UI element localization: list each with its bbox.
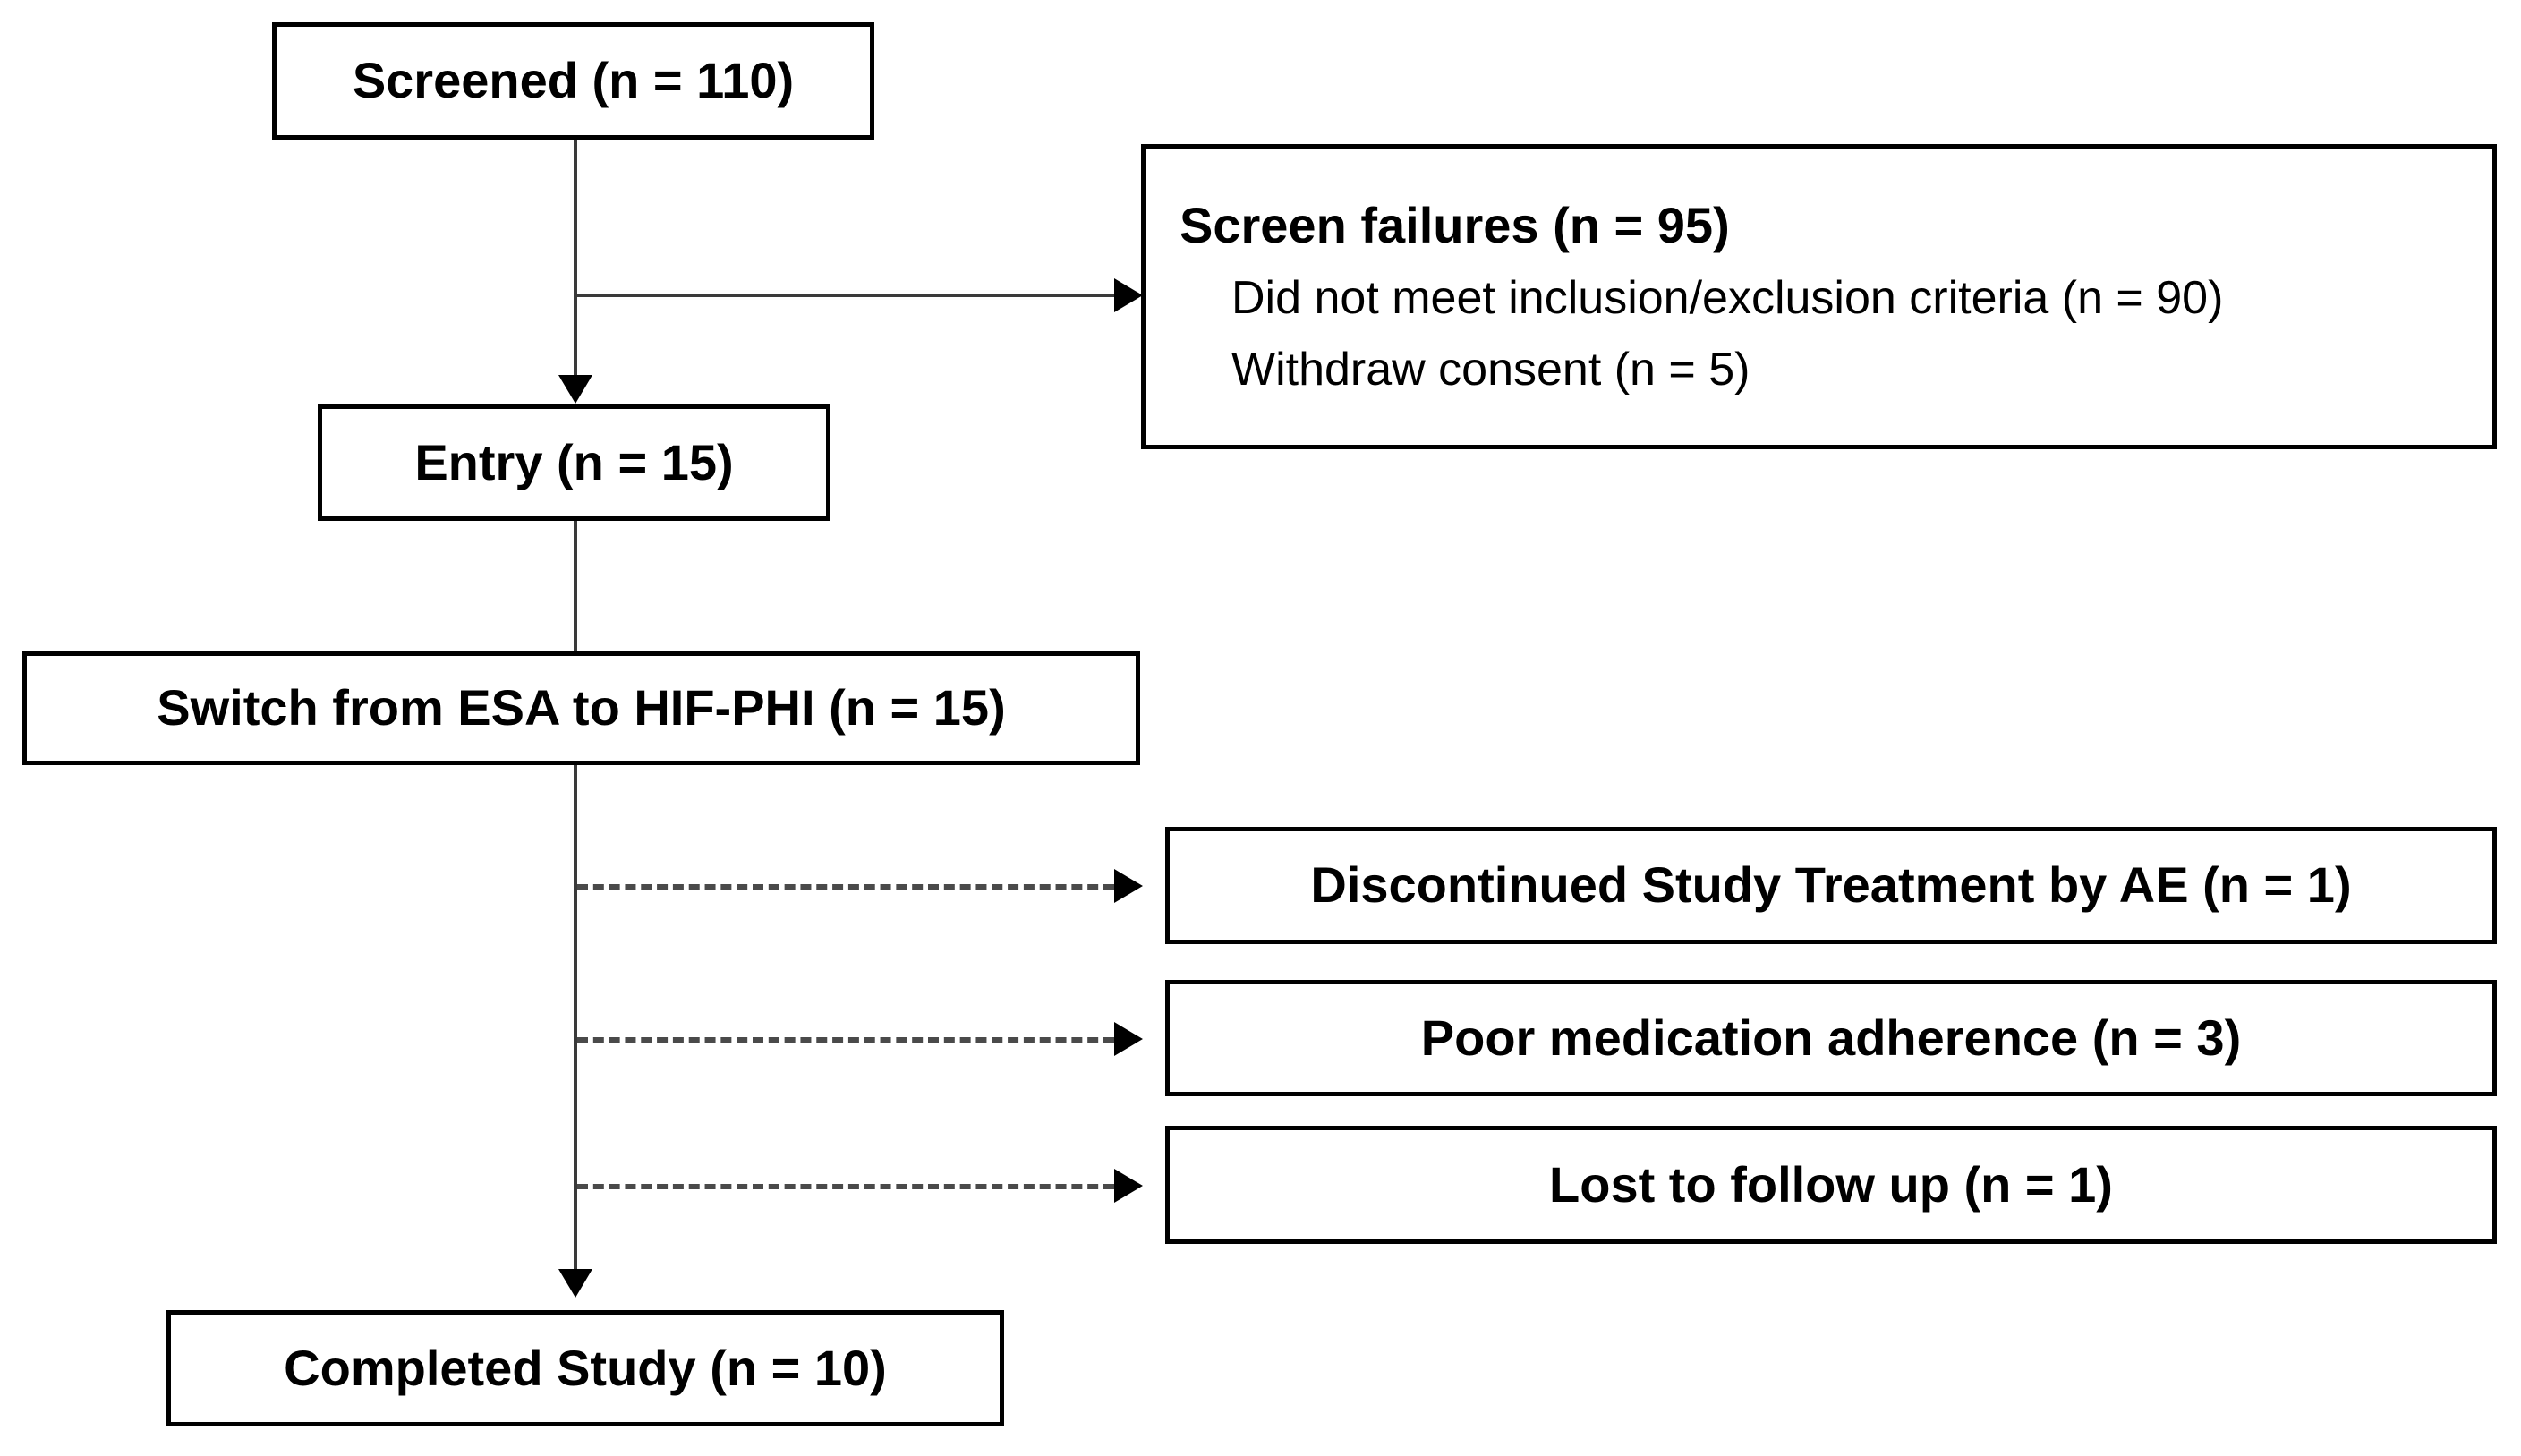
connector-screened-to-entry (574, 139, 577, 379)
node-screened-label: Screened (n = 110) (352, 52, 795, 109)
connector-dashed-lost-followup (577, 1184, 1114, 1189)
node-lost-followup-label: Lost to follow up (n = 1) (1549, 1155, 2113, 1213)
arrowhead-discontinued-ae (1114, 869, 1143, 903)
node-discontinued-ae-label: Discontinued Study Treatment by AE (n = … (1310, 856, 2352, 914)
arrowhead-lost-followup (1114, 1169, 1143, 1203)
screen-failures-item-inclusion: Did not meet inclusion/exclusion criteri… (1231, 272, 2224, 325)
node-screen-failures[interactable]: Screen failures (n = 95) Did not meet in… (1141, 144, 2497, 449)
node-discontinued-ae[interactable]: Discontinued Study Treatment by AE (n = … (1165, 827, 2497, 944)
screen-failures-content: Screen failures (n = 95) Did not meet in… (1146, 188, 2492, 404)
node-switch[interactable]: Switch from ESA to HIF-PHI (n = 15) (22, 651, 1140, 765)
connector-screened-to-screen-failures (574, 294, 1118, 297)
node-screened[interactable]: Screened (n = 110) (272, 22, 874, 140)
arrowhead-completed (558, 1269, 592, 1298)
arrowhead-poor-adherence (1114, 1022, 1143, 1056)
node-lost-followup[interactable]: Lost to follow up (n = 1) (1165, 1126, 2497, 1244)
node-switch-label: Switch from ESA to HIF-PHI (n = 15) (157, 679, 1006, 737)
connector-dashed-poor-adherence (577, 1037, 1114, 1043)
arrowhead-entry (558, 375, 592, 404)
node-completed-study[interactable]: Completed Study (n = 10) (166, 1310, 1004, 1426)
node-poor-adherence-label: Poor medication adherence (n = 3) (1420, 1009, 2242, 1066)
connector-switch-to-completed (574, 765, 577, 1273)
node-completed-study-label: Completed Study (n = 10) (284, 1339, 887, 1396)
screen-failures-item-withdraw: Withdraw consent (n = 5) (1231, 343, 1750, 396)
connector-dashed-discontinued-ae (577, 884, 1114, 890)
connector-entry-to-switch (574, 521, 577, 655)
node-entry[interactable]: Entry (n = 15) (318, 404, 830, 521)
node-poor-adherence[interactable]: Poor medication adherence (n = 3) (1165, 980, 2497, 1096)
node-entry-label: Entry (n = 15) (414, 433, 734, 490)
arrowhead-screen-failures (1114, 278, 1143, 312)
screen-failures-title: Screen failures (n = 95) (1180, 197, 1730, 254)
